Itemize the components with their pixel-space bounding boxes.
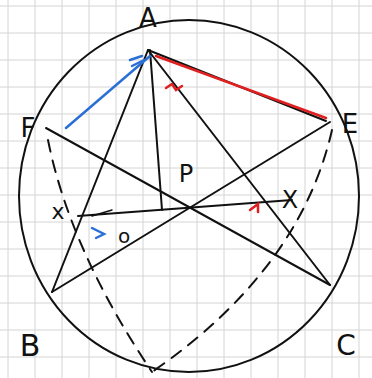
red-mark xyxy=(166,84,182,90)
grid-line xyxy=(224,0,225,378)
grid-line xyxy=(197,0,198,378)
grid-line xyxy=(35,0,36,378)
grid-line xyxy=(170,0,171,378)
grid-line xyxy=(332,0,333,378)
circle xyxy=(19,20,359,372)
point-label: F xyxy=(21,115,36,141)
point-label: C xyxy=(336,332,356,360)
grid-line xyxy=(0,249,372,250)
segment-ac xyxy=(148,50,330,285)
point-label: o xyxy=(118,226,130,246)
point-label: E xyxy=(342,111,358,137)
grid-line xyxy=(0,303,372,304)
grid-line xyxy=(8,0,9,378)
grid-line xyxy=(0,195,372,196)
point-label: A xyxy=(139,5,157,31)
grid-line xyxy=(89,0,90,378)
point-label: B xyxy=(20,331,41,361)
point-label: P xyxy=(179,162,193,186)
grid-line xyxy=(0,33,372,34)
grid-line xyxy=(0,330,372,331)
grid-line xyxy=(62,0,63,378)
grid-line xyxy=(305,0,306,378)
blue-segment xyxy=(66,56,150,128)
blue-mark xyxy=(92,228,104,238)
red-mark xyxy=(250,204,258,212)
grid-line xyxy=(278,0,279,378)
grid-line xyxy=(0,6,372,7)
grid-line xyxy=(0,357,372,358)
segment-chord xyxy=(78,200,292,216)
grid-line xyxy=(251,0,252,378)
point-label: X xyxy=(282,188,298,212)
dashed-line xyxy=(48,140,152,372)
grid-line xyxy=(116,0,117,378)
point-label: x xyxy=(51,201,64,223)
tick-mark xyxy=(92,210,112,216)
segment-ab xyxy=(52,50,148,292)
segment-ae xyxy=(148,50,326,121)
segment-eb xyxy=(52,122,330,292)
dashed-line xyxy=(152,130,332,372)
red-segment xyxy=(156,56,326,118)
blue-mark xyxy=(130,56,144,66)
grid-line xyxy=(0,141,372,142)
grid-line xyxy=(0,60,372,61)
